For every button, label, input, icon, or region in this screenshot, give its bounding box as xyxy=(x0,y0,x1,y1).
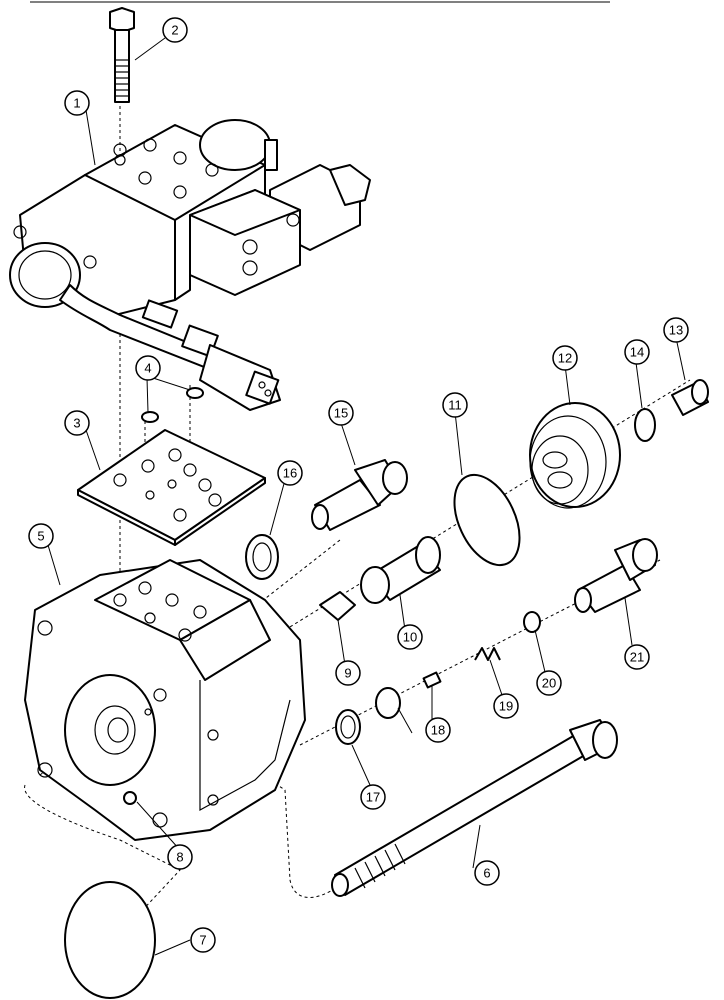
svg-text:20: 20 xyxy=(542,676,556,691)
callout-7: 7 xyxy=(190,927,216,953)
callout-19: 19 xyxy=(493,693,519,719)
svg-text:12: 12 xyxy=(558,351,572,366)
valve-cartridge-10 xyxy=(360,536,441,604)
threaded-plug-12 xyxy=(529,402,621,509)
svg-text:18: 18 xyxy=(431,723,445,738)
gasket-plate xyxy=(77,429,266,546)
callout-21: 21 xyxy=(624,644,650,670)
callout-labels: 1 2 3 4 5 6 7 8 9 10 11 12 13 14 15 16 1… xyxy=(28,17,689,953)
o-ring-11 xyxy=(453,473,521,567)
callout-3: 3 xyxy=(64,410,90,436)
callout-12: 12 xyxy=(552,345,578,371)
svg-text:13: 13 xyxy=(669,323,683,338)
callout-4: 4 xyxy=(135,355,161,381)
svg-text:5: 5 xyxy=(37,529,44,544)
svg-text:6: 6 xyxy=(483,866,490,881)
small-plug-part xyxy=(123,791,137,805)
svg-text:1: 1 xyxy=(73,96,80,111)
callout-20: 20 xyxy=(536,670,562,696)
o-ring-14 xyxy=(634,408,656,442)
svg-text:2: 2 xyxy=(171,23,178,38)
callout-9: 9 xyxy=(335,660,361,686)
callout-5: 5 xyxy=(28,523,54,549)
svg-text:15: 15 xyxy=(334,406,348,421)
callout-13: 13 xyxy=(663,317,689,343)
callout-10: 10 xyxy=(397,624,423,650)
pump-housing xyxy=(24,559,306,841)
callout-1: 1 xyxy=(64,90,90,116)
bolt-part xyxy=(109,7,135,103)
hydraulic-fitting-21 xyxy=(574,538,658,613)
valve-actuator-assembly xyxy=(9,119,371,386)
spring-19 xyxy=(474,647,501,661)
seal-ring-16 xyxy=(245,534,279,580)
svg-text:8: 8 xyxy=(176,850,183,865)
small-o-rings xyxy=(141,387,204,423)
callout-14: 14 xyxy=(624,339,650,365)
callout-17: 17 xyxy=(360,784,386,810)
svg-text:4: 4 xyxy=(144,361,151,376)
svg-text:7: 7 xyxy=(199,933,206,948)
callout-15: 15 xyxy=(328,400,354,426)
hydraulic-fitting-15 xyxy=(311,459,408,531)
large-o-ring-seal xyxy=(64,881,156,999)
svg-text:3: 3 xyxy=(73,416,80,431)
svg-text:17: 17 xyxy=(366,790,380,805)
svg-text:14: 14 xyxy=(630,345,644,360)
callout-18: 18 xyxy=(425,717,451,743)
callout-2: 2 xyxy=(162,17,188,43)
callout-6: 6 xyxy=(474,860,500,886)
svg-text:16: 16 xyxy=(283,466,297,481)
svg-text:11: 11 xyxy=(448,398,462,413)
callout-16: 16 xyxy=(277,460,303,486)
svg-text:19: 19 xyxy=(499,699,513,714)
svg-text:21: 21 xyxy=(630,650,644,665)
svg-text:9: 9 xyxy=(344,666,351,681)
callout-8: 8 xyxy=(167,844,193,870)
svg-text:10: 10 xyxy=(403,630,417,645)
seal-ring-17 xyxy=(335,709,361,745)
poppet-20 xyxy=(523,611,541,633)
plug-13 xyxy=(671,379,709,416)
long-bolt-part xyxy=(331,719,618,897)
spool-cap-9 xyxy=(319,591,356,621)
wire-connector xyxy=(141,299,281,411)
callout-leaders xyxy=(47,37,686,956)
callout-11: 11 xyxy=(442,392,468,418)
plug-and-poppet-18 xyxy=(375,671,442,719)
